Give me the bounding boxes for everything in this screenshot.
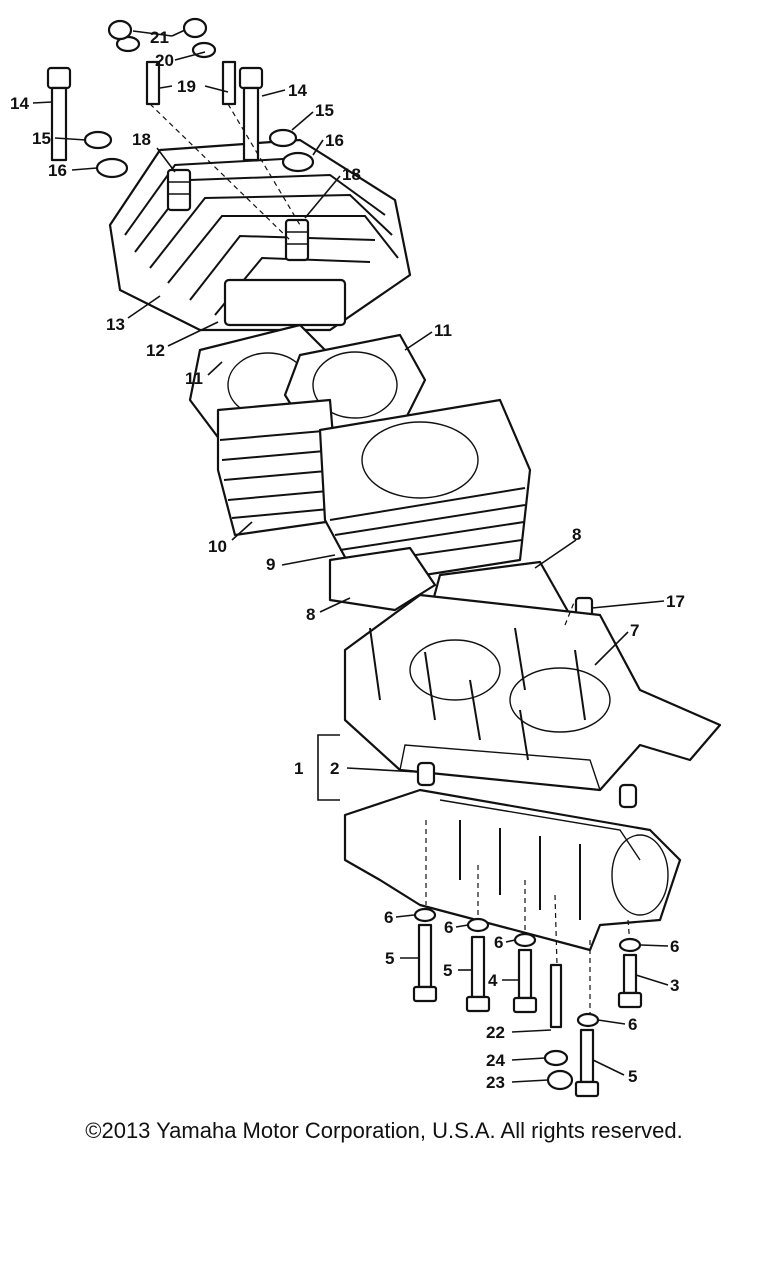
callout-5-a: 5 xyxy=(385,949,394,968)
callout-19: 19 xyxy=(177,77,196,96)
cylinder-head xyxy=(108,138,412,332)
callout-15-left: 15 xyxy=(32,129,51,148)
callout-8-right: 8 xyxy=(572,525,581,544)
spark-plug-left xyxy=(166,168,192,212)
callout-17: 17 xyxy=(666,592,685,611)
callout-14-right: 14 xyxy=(288,81,307,100)
callout-21: 21 xyxy=(150,28,169,47)
washer-24 xyxy=(543,1049,569,1067)
callout-6-e: 6 xyxy=(628,1015,637,1034)
callout-20: 20 xyxy=(155,51,174,70)
callout-6-d: 6 xyxy=(670,937,679,956)
leader-lines xyxy=(32,29,669,1083)
head-bolt-right xyxy=(238,66,264,162)
callout-16-right: 16 xyxy=(325,131,344,150)
callout-12: 12 xyxy=(146,341,165,360)
callout-14-left: 14 xyxy=(10,94,29,113)
callout-1: 1 xyxy=(294,759,303,778)
washer-15-right xyxy=(268,128,298,148)
callout-2: 2 xyxy=(330,759,339,778)
dowel-pin-left xyxy=(416,761,436,787)
callout-23: 23 xyxy=(486,1073,505,1092)
washer-15-left xyxy=(83,130,113,150)
callout-24: 24 xyxy=(486,1051,505,1070)
copyright-notice: ©2013 Yamaha Motor Corporation, U.S.A. A… xyxy=(85,1118,683,1143)
callout-11-left: 11 xyxy=(185,369,203,388)
crankcase-bolts xyxy=(412,923,643,1098)
callout-11-right: 11 xyxy=(434,321,452,340)
callout-6-a: 6 xyxy=(384,908,393,927)
callout-15-right: 15 xyxy=(315,101,334,120)
callout-5-b: 5 xyxy=(443,961,452,980)
callout-9: 9 xyxy=(266,555,275,574)
crankcase-lower xyxy=(343,788,682,952)
exploded-engine-diagram: 21 20 19 14 14 15 15 16 16 18 18 13 12 1… xyxy=(10,17,722,1098)
callout-10: 10 xyxy=(208,537,227,556)
callout-22: 22 xyxy=(486,1023,505,1042)
washer-16-left xyxy=(95,157,129,179)
washers-6 xyxy=(413,907,642,1028)
callout-8-left: 8 xyxy=(306,605,315,624)
callout-3: 3 xyxy=(670,976,679,995)
cylinder-right xyxy=(318,398,532,587)
cylinder-left xyxy=(216,398,342,537)
callout-13: 13 xyxy=(106,315,125,334)
dowel-pin-right xyxy=(618,783,638,809)
callout-7: 7 xyxy=(630,621,639,640)
spark-plug-right xyxy=(284,218,310,262)
callout-4: 4 xyxy=(488,971,498,990)
callout-6-b: 6 xyxy=(444,918,453,937)
crankcase-upper xyxy=(343,593,722,792)
callout-5-c: 5 xyxy=(628,1067,637,1086)
callout-16-left: 16 xyxy=(48,161,67,180)
washer-16-right xyxy=(281,151,315,173)
callout-18-right: 18 xyxy=(342,165,361,184)
head-bolt-left xyxy=(46,66,72,162)
nut-23 xyxy=(546,1069,574,1091)
callout-18-left: 18 xyxy=(132,130,151,149)
callout-labels: 21 20 19 14 14 15 15 16 16 18 18 13 12 1… xyxy=(10,28,685,1092)
stud-bolts xyxy=(107,17,237,106)
stud-22 xyxy=(549,963,563,1029)
callout-6-c: 6 xyxy=(494,933,503,952)
